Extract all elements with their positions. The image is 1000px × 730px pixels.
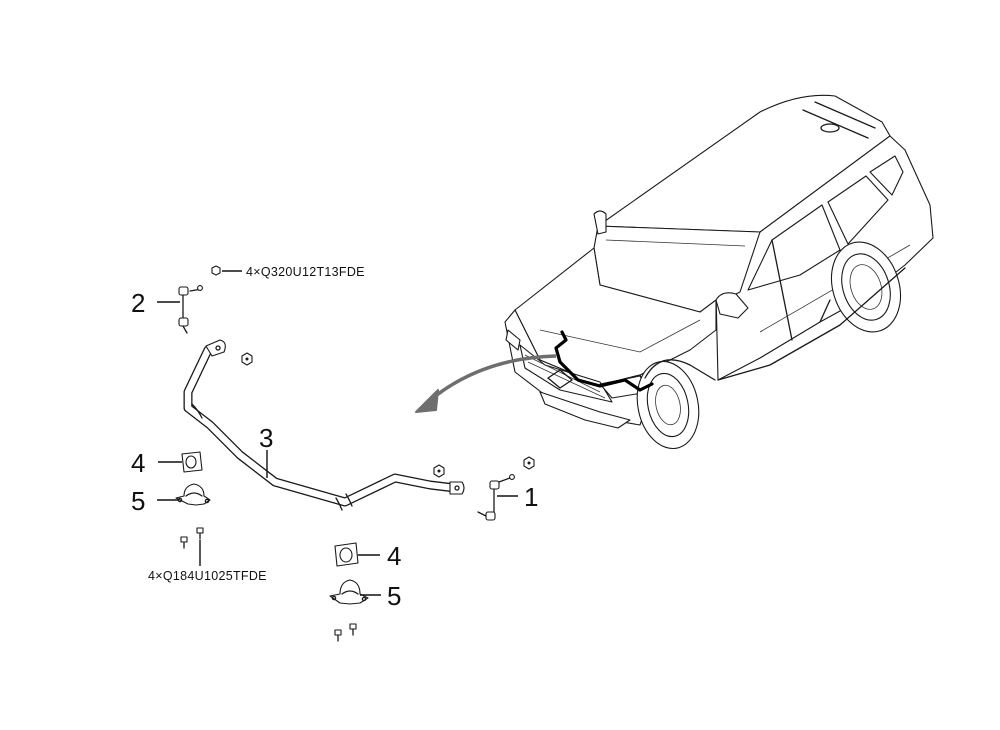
stabilizer-link-left	[178, 285, 203, 334]
bolt-icon	[196, 527, 204, 540]
nut-icon	[523, 456, 535, 470]
stabilizer-link-right	[477, 474, 515, 521]
callout-5-center: 5	[387, 581, 401, 611]
stabilizer-location-highlight	[554, 330, 654, 392]
nut-part-number: 4×Q320U12T13FDE	[246, 265, 365, 279]
bracket-left	[175, 483, 211, 506]
location-arrow	[415, 354, 557, 413]
callout-5: 5	[131, 486, 145, 516]
nut-icon	[433, 464, 445, 478]
vehicle-illustration	[504, 94, 934, 450]
nut-icon	[241, 352, 253, 366]
bolt-icon	[180, 536, 188, 549]
callout-4: 4	[131, 448, 145, 478]
bolt-icon	[349, 623, 357, 636]
bolt-part-number: 4×Q184U1025TFDE	[148, 569, 267, 583]
bushing-center	[334, 542, 359, 567]
callout-2: 2	[131, 288, 145, 318]
callout-1: 1	[524, 482, 538, 512]
stabilizer-bar	[183, 339, 465, 511]
callout-4-center: 4	[387, 541, 401, 571]
bolt-icon	[334, 629, 342, 642]
bushing-left	[181, 451, 203, 473]
bolt-part-number-group: 4×Q184U1025TFDE	[148, 540, 267, 583]
callout-3: 3	[259, 423, 273, 453]
nut-part-number-group: 4×Q320U12T13FDE	[211, 265, 365, 279]
nut-icon	[211, 265, 221, 276]
bracket-center	[329, 579, 369, 605]
